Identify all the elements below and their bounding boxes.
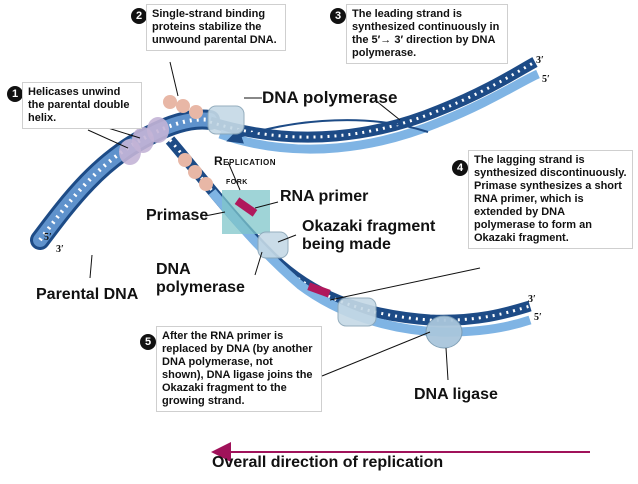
replication-fork-label: Replication	[214, 154, 277, 168]
rna-primer-shape	[234, 197, 258, 217]
left-5-prime: 5′	[44, 232, 52, 243]
dna-ligase-label: DNA ligase	[414, 386, 498, 403]
step-4-badge: 4	[452, 160, 468, 176]
okazaki-fragment-label: Okazaki fragment	[302, 218, 436, 235]
low-3-prime: 3′	[528, 294, 536, 305]
step-3-badge: 3	[330, 8, 346, 24]
dna-polymerase-top-shape	[207, 105, 245, 135]
dna-polymerase-lower-shape	[257, 231, 289, 259]
helicase-proteins	[119, 117, 169, 165]
polymerase-label: polymerase	[156, 279, 245, 296]
fork-label: fork	[226, 176, 248, 187]
rna-primer-label: RNA primer	[280, 188, 369, 205]
primase-label: Primase	[146, 207, 209, 224]
dna-label: DNA	[156, 261, 191, 278]
ssb-proteins	[163, 95, 213, 191]
dna-polymerase-top-label: DNA polymerase	[262, 88, 398, 107]
low-5-prime: 5′	[534, 312, 542, 323]
dna-ligase-shape	[425, 315, 463, 349]
step-3-note: The leading strand is synthesized contin…	[346, 4, 508, 64]
rna-primer-2-shape	[307, 282, 331, 298]
step-5-note: After the RNA primer is replaced by DNA …	[156, 326, 322, 412]
dna-polymerase-3-shape	[337, 297, 377, 327]
being-made-label: being made	[302, 236, 391, 253]
step-2-badge: 2	[131, 8, 147, 24]
top-3-prime: 3′	[536, 55, 544, 66]
parental-dna-label: Parental DNA	[36, 286, 139, 303]
overall-direction-label: Overall direction of replication	[212, 454, 444, 471]
left-3-prime: 3′	[56, 244, 64, 255]
leading-strand	[208, 57, 540, 154]
step-5-badge: 5	[140, 334, 156, 350]
primase-shape	[222, 190, 270, 234]
step-1-note: Helicases unwind the parental double hel…	[22, 82, 142, 129]
leader-lines	[87, 61, 481, 381]
top-5-prime: 5′	[542, 74, 550, 85]
step-1-badge: 1	[7, 86, 23, 102]
step-4-note: The lagging strand is synthesized discon…	[468, 150, 633, 249]
step-2-note: Single-strand binding proteins stabilize…	[146, 4, 286, 51]
